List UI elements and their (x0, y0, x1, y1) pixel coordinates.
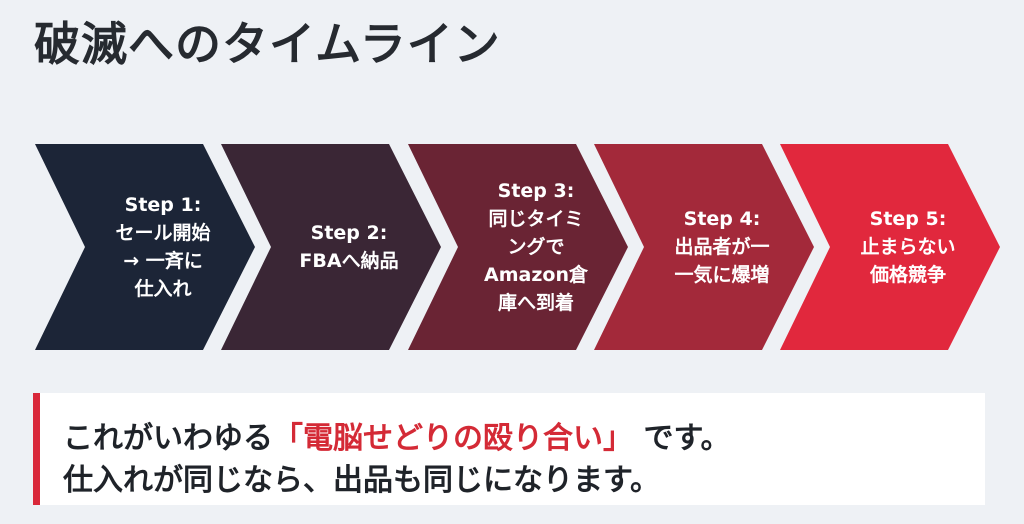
summary-callout: これがいわゆる「電脳せどりの殴り合い」 です。 仕入れが同じなら、出品も同じにな… (33, 393, 985, 505)
step-description-line: 同じタイミ (488, 208, 584, 230)
step-label: Step 1: (124, 194, 202, 216)
step-label: Step 3: (497, 180, 575, 202)
step-description-line: FBAへ納品 (299, 250, 399, 272)
step-label: Step 2: (310, 222, 388, 244)
summary-text-end: です。 (633, 421, 731, 456)
step-description-line: → 一斉に (123, 250, 203, 272)
step-2-chevron: Step 2: FBAへ納品 (221, 144, 441, 350)
summary-line-1: これがいわゆる「電脳せどりの殴り合い」 です。 (63, 413, 730, 457)
step-label: Step 5: (869, 208, 947, 230)
step-text: Step 5: 止まらない価格競争 (828, 144, 988, 350)
step-description-line: 庫へ到着 (497, 292, 574, 314)
step-text: Step 4: 出品者が一一気に爆増 (642, 144, 802, 350)
step-1-chevron: Step 1: セール開始 → 一斉に仕入れ (35, 144, 255, 350)
summary-text: これがいわゆる (63, 421, 273, 456)
summary-line-2: 仕入れが同じなら、出品も同じになります。 (63, 463, 660, 498)
page-title: 破滅へのタイムライン (34, 17, 501, 71)
step-description-line: ングで (507, 236, 565, 258)
step-text: Step 1: セール開始 → 一斉に仕入れ (83, 144, 243, 350)
step-description-line: セール開始 (115, 222, 211, 244)
step-3-chevron: Step 3: 同じタイミングで Amazon倉庫へ到着 (408, 144, 628, 350)
step-text: Step 2: FBAへ納品 (269, 144, 429, 350)
step-description-line: 止まらない (860, 236, 956, 258)
step-description-line: 一気に爆増 (674, 264, 770, 286)
step-description-line: 出品者が一 (674, 236, 770, 258)
step-5-chevron: Step 5: 止まらない価格競争 (780, 144, 1000, 350)
step-description-line: Amazon倉 (484, 264, 588, 286)
step-label: Step 4: (683, 208, 761, 230)
step-description-line: 価格競争 (869, 264, 946, 286)
step-4-chevron: Step 4: 出品者が一一気に爆増 (594, 144, 814, 350)
step-text: Step 3: 同じタイミングで Amazon倉庫へ到着 (456, 144, 616, 350)
accent-bar (33, 393, 40, 505)
step-description-line: 仕入れ (134, 278, 192, 300)
summary-highlight: 「電脳せどりの殴り合い」 (273, 421, 633, 456)
